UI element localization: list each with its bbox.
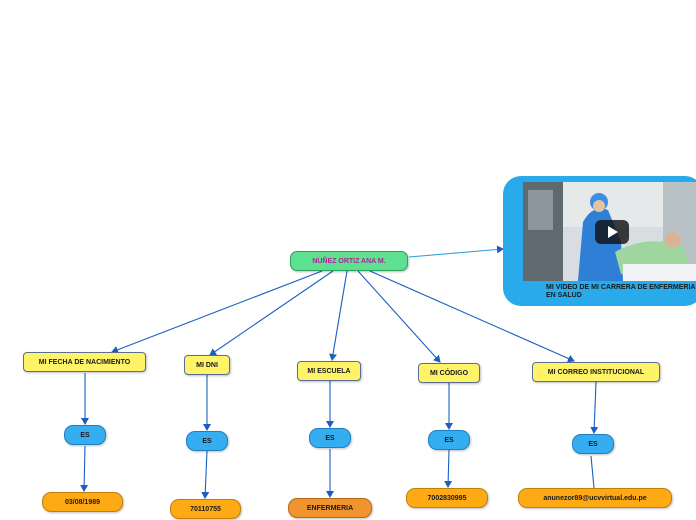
branch-codigo-link[interactable]: ES bbox=[428, 430, 470, 450]
connector-root-correo bbox=[369, 270, 575, 363]
branch-dni-value[interactable]: 70110755 bbox=[170, 499, 241, 519]
branch-escuela-link[interactable]: ES bbox=[309, 428, 351, 448]
branch-dni-label: MI DNI bbox=[196, 361, 218, 369]
connector-root-dni bbox=[209, 270, 334, 356]
connector-root-codigo bbox=[357, 270, 441, 363]
branch-fecha-link[interactable]: ES bbox=[64, 425, 106, 445]
connector-root-video bbox=[408, 245, 504, 258]
branch-dni-value-label: 70110755 bbox=[190, 505, 221, 513]
video-thumbnail[interactable] bbox=[523, 182, 696, 281]
root-label: NUÑEZ ORTIZ ANA M. bbox=[312, 257, 386, 265]
branch-escuela-value[interactable]: ENFERMERIA bbox=[288, 498, 372, 518]
branch-escuela-value-label: ENFERMERIA bbox=[306, 504, 354, 512]
branch-fecha-value-label: 03/08/1989 bbox=[64, 498, 101, 506]
connector-root-fecha bbox=[111, 270, 323, 354]
branch-escuela-label: MI ESCUELA bbox=[307, 367, 351, 375]
branch-correo-link-label: ES bbox=[588, 440, 598, 448]
connector-root-escuela bbox=[329, 270, 348, 361]
branch-escuela-node[interactable]: MI ESCUELA bbox=[297, 361, 361, 381]
connector-correo-value bbox=[590, 455, 595, 489]
branch-correo-value[interactable]: anunezor89@ucvvirtual.edu.pe bbox=[518, 488, 672, 508]
branch-correo-link[interactable]: ES bbox=[572, 434, 614, 454]
connector-fecha-value bbox=[80, 445, 89, 492]
root-node[interactable]: NUÑEZ ORTIZ ANA M. bbox=[290, 251, 408, 271]
branch-correo-value-label: anunezor89@ucvvirtual.edu.pe bbox=[543, 494, 647, 502]
branch-correo-label: MI CORREO INSTITUCIONAL bbox=[547, 368, 645, 376]
branch-fecha-label: MI FECHA DE NACIMIENTO bbox=[38, 358, 131, 366]
video-caption: MI VIDEO DE MI CARRERA DE ENFERMERIA EN … bbox=[546, 284, 696, 299]
connector-correo-es bbox=[590, 381, 599, 434]
branch-fecha-node[interactable]: MI FECHA DE NACIMIENTO bbox=[23, 352, 146, 372]
branch-codigo-node[interactable]: MI CÓDIGO bbox=[418, 363, 480, 383]
play-icon[interactable] bbox=[595, 220, 629, 244]
branch-dni-node[interactable]: MI DNI bbox=[184, 355, 230, 375]
branch-codigo-value-label: 7002830995 bbox=[427, 494, 467, 502]
branch-correo-node[interactable]: MI CORREO INSTITUCIONAL bbox=[532, 362, 660, 382]
video-card[interactable]: MI VIDEO DE MI CARRERA DE ENFERMERIA EN … bbox=[503, 176, 696, 306]
branch-escuela-link-label: ES bbox=[325, 434, 335, 442]
connector-dni-value bbox=[201, 450, 210, 499]
branch-codigo-link-label: ES bbox=[444, 436, 454, 444]
branch-fecha-value[interactable]: 03/08/1989 bbox=[42, 492, 123, 512]
branch-dni-link-label: ES bbox=[202, 437, 212, 445]
connector-codigo-value bbox=[444, 449, 453, 488]
branch-fecha-link-label: ES bbox=[80, 431, 90, 439]
branch-dni-link[interactable]: ES bbox=[186, 431, 228, 451]
branch-codigo-value[interactable]: 7002830995 bbox=[406, 488, 488, 508]
branch-codigo-label: MI CÓDIGO bbox=[429, 369, 469, 377]
